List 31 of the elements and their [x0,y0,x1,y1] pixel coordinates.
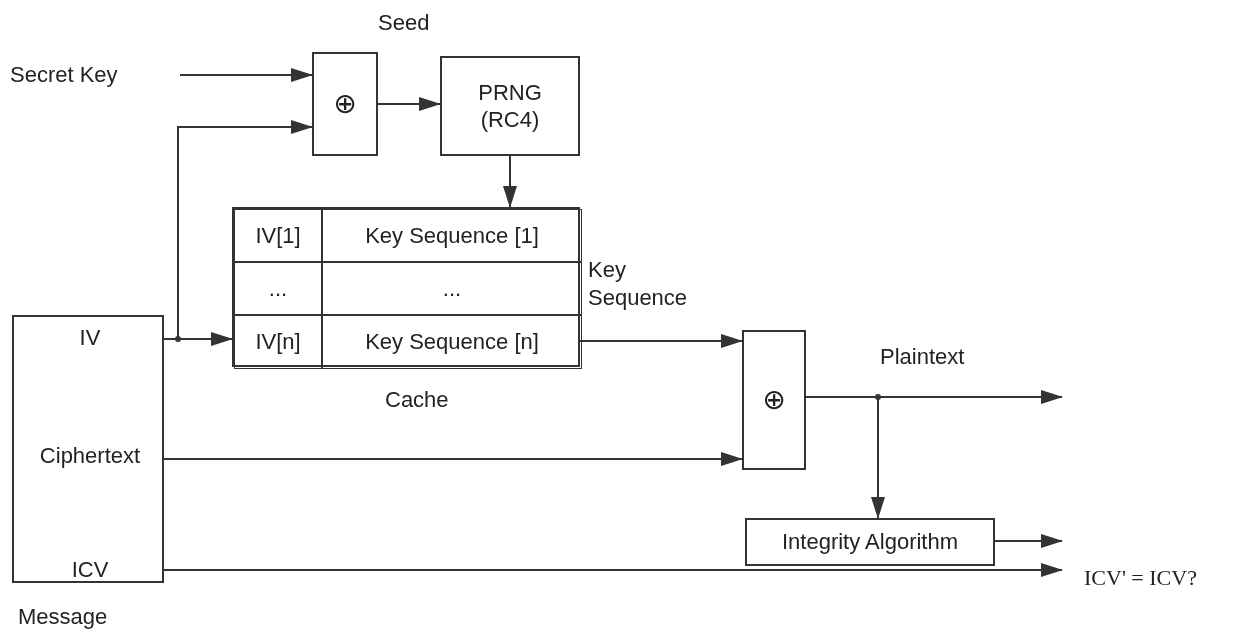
arrow [503,155,517,208]
process-box: Integrity Algorithm [745,518,995,566]
table-cell: Key Sequence [1] [322,209,582,262]
arrow [163,452,743,466]
result-label: ICV' = ICV? [1062,530,1237,594]
message-box [12,315,164,583]
arrow [179,68,313,82]
input-label: Secret Key [10,58,180,92]
table-cell: Key Sequence [n] [322,315,582,369]
edge-label: Key Sequence [588,256,688,311]
table-cell: IV[n] [234,315,322,369]
table-cell: IV[1] [234,209,322,262]
arrow [805,396,885,519]
arrow [163,563,1063,577]
node-label: Message [18,603,108,631]
arrow [579,334,743,348]
cache-table [232,207,580,367]
table-cell: ... [234,262,322,315]
arrow [994,534,1063,548]
node-label: Cache [385,386,449,414]
field-label: ICV [14,556,166,590]
arrow [377,97,441,111]
xor-box: ⊕ [312,52,378,156]
edge-label: Plaintext [880,343,965,371]
table-cell: ... [322,262,582,315]
process-box: PRNG (RC4) [440,56,580,156]
field-label: IV [14,324,166,358]
arrow [163,332,233,346]
field-label: Ciphertext [14,442,166,476]
label: Seed [378,9,430,37]
xor-box: ⊕ [742,330,806,470]
